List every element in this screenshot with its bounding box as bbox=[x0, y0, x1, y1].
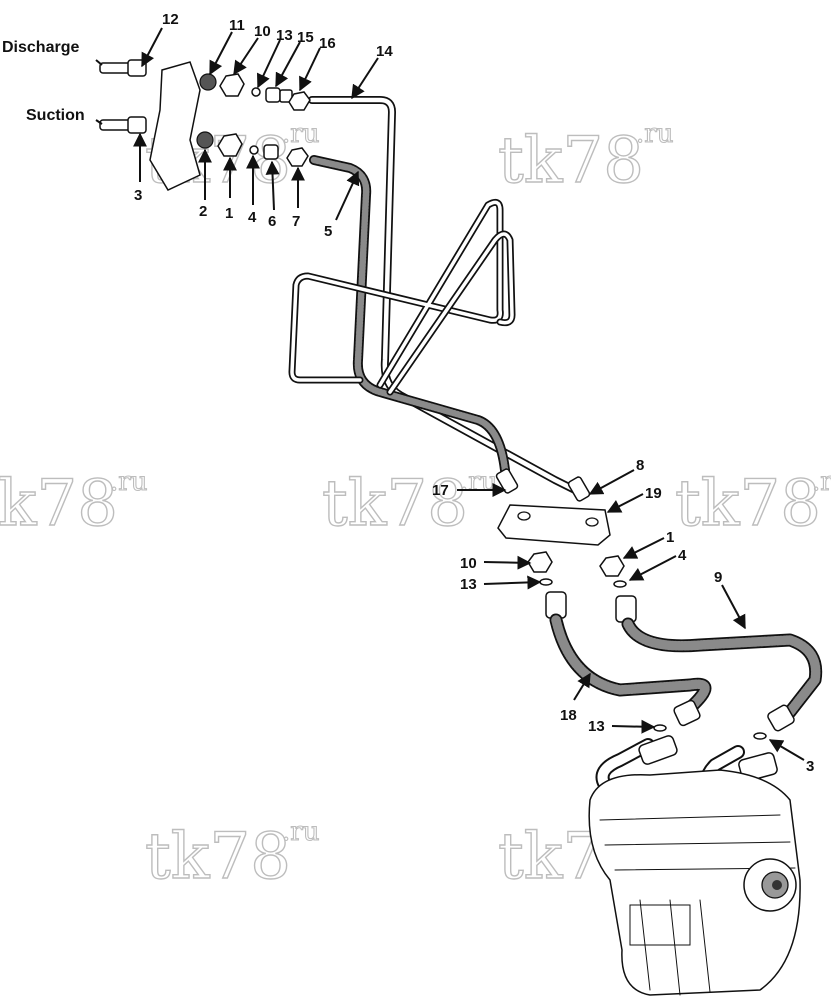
watermark: tk78.ru bbox=[321, 466, 498, 541]
suction-nut bbox=[217, 133, 243, 157]
watermark-text: tk78 bbox=[0, 467, 118, 541]
discharge-leader bbox=[95, 59, 103, 66]
discharge-nut bbox=[219, 73, 245, 97]
discharge-stub bbox=[99, 62, 131, 74]
callout-6: 6 bbox=[268, 213, 276, 230]
callout-4: 4 bbox=[248, 209, 257, 226]
watermark-text: tk78 bbox=[498, 124, 644, 198]
suction-o-ring bbox=[249, 145, 259, 155]
watermark-suffix: .ru bbox=[282, 817, 319, 847]
bulkhead-bracket bbox=[497, 504, 611, 546]
watermark-suffix: .ru bbox=[110, 467, 147, 497]
bracket-nut-left bbox=[527, 551, 553, 573]
callout-10: 10 bbox=[254, 23, 271, 40]
watermark: tk78.ru bbox=[144, 816, 320, 894]
hose-18-o-ring bbox=[653, 724, 667, 732]
callout-3: 3 bbox=[134, 187, 142, 204]
callout-13-lower: 13 bbox=[460, 576, 477, 593]
callout-18: 18 bbox=[560, 707, 577, 724]
callout-9: 9 bbox=[714, 569, 722, 586]
discharge-tube-fitting bbox=[567, 476, 591, 502]
suction-washer bbox=[196, 131, 214, 149]
watermark: tk78.ru bbox=[674, 466, 831, 541]
callout-16: 16 bbox=[319, 35, 336, 52]
hose-9-o-ring bbox=[753, 732, 767, 740]
callout-15: 15 bbox=[297, 29, 314, 46]
mounting-plate bbox=[149, 61, 201, 191]
suction-leader bbox=[95, 119, 103, 125]
discharge-o-ring bbox=[251, 87, 261, 97]
compressor bbox=[588, 769, 801, 996]
watermark: tk78.ru bbox=[0, 466, 148, 541]
watermark-suffix: .ru bbox=[812, 467, 831, 497]
discharge-washer bbox=[199, 73, 217, 91]
watermark-text: tk78 bbox=[675, 467, 821, 541]
callout-8: 8 bbox=[636, 457, 644, 474]
watermark: tk78.ru bbox=[497, 118, 674, 198]
bracket-o-ring-right bbox=[613, 580, 627, 588]
watermark-text: tk78 bbox=[145, 820, 291, 894]
suction-nut-end bbox=[286, 147, 309, 167]
watermark-suffix: .ru bbox=[636, 119, 673, 149]
callout-17: 17 bbox=[432, 482, 449, 499]
watermark-text: tk78 bbox=[322, 467, 468, 541]
suction-stub bbox=[99, 119, 131, 131]
callout-13-bottom: 13 bbox=[588, 718, 605, 735]
discharge-fittings bbox=[99, 59, 311, 111]
callout-19: 19 bbox=[645, 485, 662, 502]
discharge-ferrule bbox=[265, 87, 281, 103]
watermark-suffix: .ru bbox=[282, 119, 319, 149]
hose-9-bottom-fitting bbox=[767, 704, 795, 732]
callout-labels: 12 11 10 13 15 16 14 3 2 1 4 6 7 5 8 17 … bbox=[134, 11, 814, 775]
hose-18 bbox=[549, 613, 712, 715]
callout-14: 14 bbox=[376, 43, 393, 60]
callout-10-lower: 10 bbox=[460, 555, 477, 572]
suction-ferrule bbox=[263, 144, 279, 160]
suction-fittings bbox=[99, 116, 309, 167]
watermark-suffix: .ru bbox=[460, 467, 497, 497]
callout-3-bottom: 3 bbox=[806, 758, 814, 775]
callout-12: 12 bbox=[162, 11, 179, 28]
suction-adapter bbox=[127, 116, 147, 134]
bracket-o-ring-left bbox=[539, 578, 553, 586]
bracket-nut-right bbox=[599, 555, 625, 577]
callout-13: 13 bbox=[276, 27, 293, 44]
callout-11: 11 bbox=[229, 17, 245, 34]
callout-1: 1 bbox=[225, 205, 233, 222]
callout-2: 2 bbox=[199, 203, 207, 220]
suction-label: Suction bbox=[26, 107, 85, 124]
hose-9 bbox=[621, 617, 823, 719]
callout-7: 7 bbox=[292, 213, 300, 230]
discharge-label: Discharge bbox=[2, 39, 79, 56]
hose-18-bottom-fitting bbox=[673, 699, 701, 727]
callout-5: 5 bbox=[324, 223, 332, 240]
zigzag-tube bbox=[288, 198, 516, 396]
callout-1-lower: 1 bbox=[666, 529, 674, 546]
watermark-group: tk78.ru tk78.ru tk78.ru tk78.ru tk78.ru … bbox=[0, 118, 831, 894]
discharge-nut-end bbox=[288, 91, 311, 111]
callout-arrows bbox=[133, 27, 805, 761]
callout-4-lower: 4 bbox=[678, 547, 687, 564]
